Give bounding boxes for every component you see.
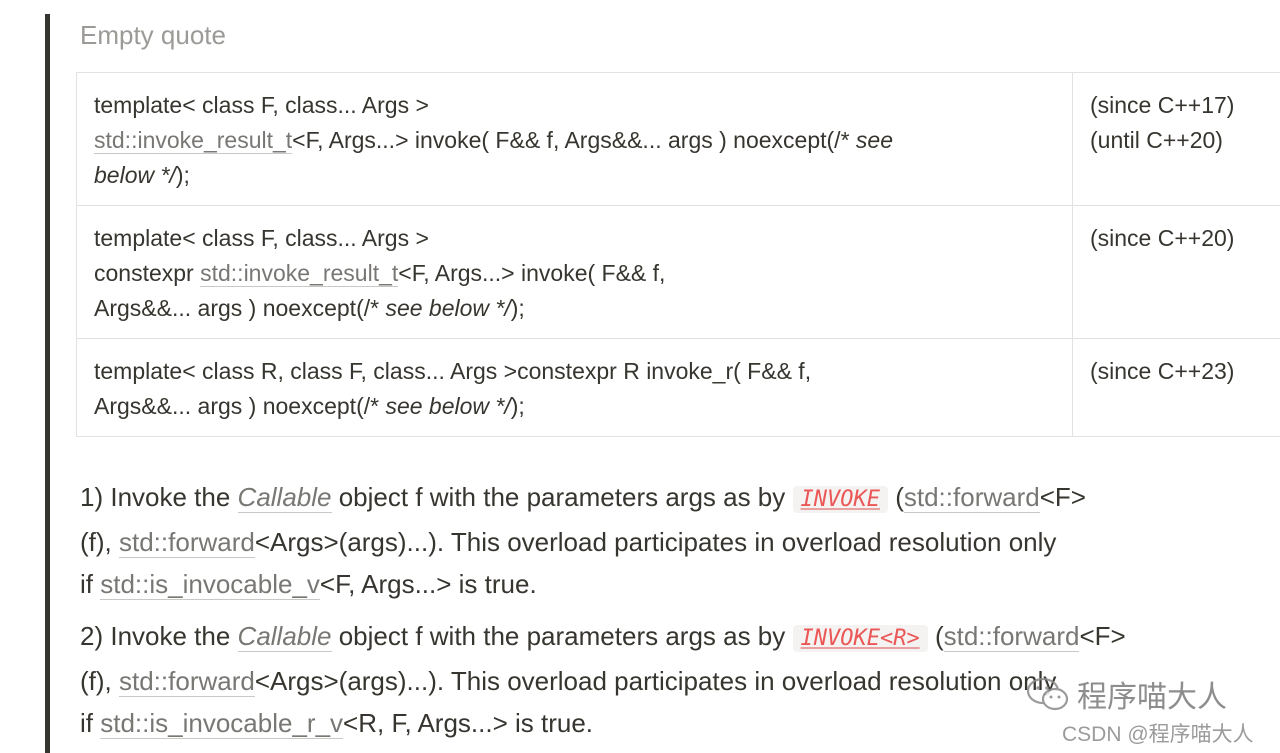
table-row: template< class R, class F, class... Arg… <box>76 338 1280 437</box>
version-cell: (since C++20) <box>1072 205 1280 339</box>
sig-line: template< class F, class... Args > <box>94 92 429 118</box>
quote-bar <box>45 14 50 753</box>
signature-cell: template< class F, class... Args > const… <box>76 205 1073 339</box>
signature-cell: template< class F, class... Args > std::… <box>76 72 1073 206</box>
version-cell: (since C++17) (until C++20) <box>1072 72 1280 206</box>
para-line: (f), std::forward<Args>(args)...). This … <box>80 527 1057 558</box>
table-row: template< class F, class... Args > std::… <box>76 72 1280 206</box>
sig-line: template< class F, class... Args > <box>94 225 429 251</box>
table-row: template< class F, class... Args > const… <box>76 205 1280 339</box>
sig-line: below */); <box>94 162 190 188</box>
std-forward-link[interactable]: std::forward <box>119 527 255 558</box>
invoke-code-link[interactable]: INVOKE <box>792 486 888 513</box>
description-paragraph-1: 1) Invoke the Callable object f with the… <box>80 476 1240 605</box>
version-label: (since C++23) <box>1090 358 1235 384</box>
signature-cell: template< class R, class F, class... Arg… <box>76 338 1073 437</box>
sig-line: Args&&... args ) noexcept(/* see below *… <box>94 393 525 419</box>
description-paragraph-2: 2) Invoke the Callable object f with the… <box>80 615 1240 744</box>
std-forward-link[interactable]: std::forward <box>119 666 255 697</box>
std-forward-link[interactable]: std::forward <box>943 621 1080 652</box>
sig-line: Args&&... args ) noexcept(/* see below *… <box>94 295 525 321</box>
para-line: if std::is_invocable_r_v<R, F, Args...> … <box>80 708 594 739</box>
is-invocable-link[interactable]: std::is_invocable_v <box>100 569 320 600</box>
para-line: 2) Invoke the Callable object f with the… <box>80 621 1126 652</box>
std-forward-link[interactable]: std::forward <box>903 482 1040 513</box>
version-cell: (since C++23) <box>1072 338 1280 437</box>
wechat-icon <box>1026 677 1069 711</box>
invoke-result-link[interactable]: std::invoke_result_t <box>200 260 399 287</box>
para-line: 1) Invoke the Callable object f with the… <box>80 482 1086 513</box>
sig-line: template< class R, class F, class... Arg… <box>94 358 812 384</box>
version-label: (since C++17) <box>1090 92 1235 118</box>
quote-placeholder[interactable]: Empty quote <box>80 20 226 50</box>
invoke-result-link[interactable]: std::invoke_result_t <box>94 127 293 154</box>
callable-link[interactable]: Callable <box>237 621 332 652</box>
para-line: if std::is_invocable_v<F, Args...> is tr… <box>80 569 537 600</box>
watermark-brand: 程序喵大人 <box>1025 672 1227 716</box>
para-line: (f), std::forward<Args>(args)...). This … <box>80 666 1057 697</box>
invoke-r-code-link[interactable]: INVOKE<R> <box>792 625 928 652</box>
sig-line: constexpr std::invoke_result_t<F, Args..… <box>94 260 666 287</box>
is-invocable-r-link[interactable]: std::is_invocable_r_v <box>100 708 344 739</box>
signature-table: template< class F, class... Args > std::… <box>76 72 1280 437</box>
watermark-site: CSDN @程序喵大人 <box>1062 723 1254 746</box>
sig-line: std::invoke_result_t<F, Args...> invoke(… <box>94 127 894 154</box>
callable-link[interactable]: Callable <box>237 482 332 513</box>
version-label: (until C++20) <box>1090 127 1223 153</box>
version-label: (since C++20) <box>1090 225 1235 251</box>
